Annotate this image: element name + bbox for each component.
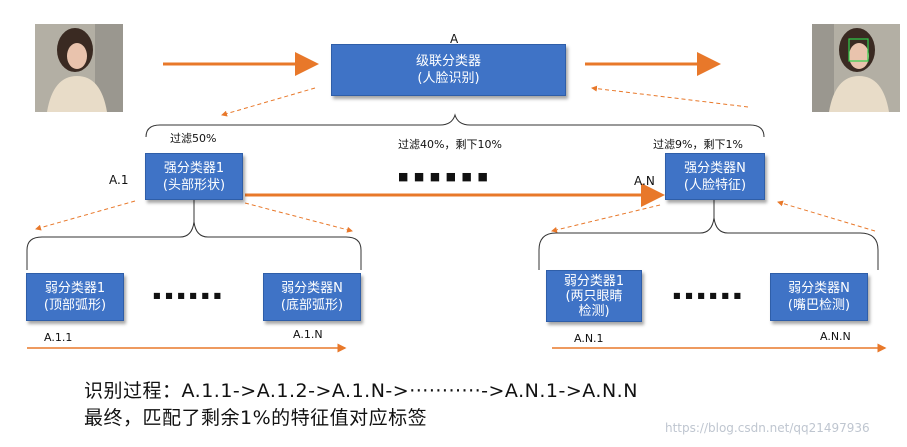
output-photo [812, 24, 900, 112]
dashed-arrow-right-in [551, 204, 661, 233]
strong-classifier-1: 强分类器1 (头部形状) [145, 153, 243, 200]
strong-right-id: A.N [634, 174, 655, 188]
watermark: https://blog.csdn.net/qq21497936 [665, 421, 870, 435]
dashed-arrow-left-out [244, 202, 353, 233]
strong-1-title: 强分类器1 [163, 160, 225, 176]
cascade-classifier-box: 级联分类器 (人脸识别) [331, 44, 566, 96]
filter-middle-label: 过滤40%，剩下10% [398, 138, 502, 151]
weak-a1n-title: 弱分类器N [281, 281, 343, 296]
strong-n-title: 强分类器N [684, 160, 746, 176]
top-label: A [450, 32, 459, 46]
weak-a11-title: 弱分类器1 [44, 281, 106, 296]
weak-classifier-a11: 弱分类器1 (顶部弧形) [26, 273, 124, 321]
process-note: 识别过程：A.1.1->A.1.2->A.1.N->···········->A… [84, 380, 638, 402]
cascade-title: 级联分类器 [415, 54, 481, 69]
ellipsis-middle: ■ ■ ■ ■ ■ ■ [398, 170, 489, 183]
ellipsis-left: ■ ■ ■ ■ ■ ■ [153, 291, 223, 300]
weak-an1-label: A.N.1 [574, 332, 604, 345]
strong-left-id: A.1 [109, 173, 129, 187]
weak-a1n-label: A.1.N [293, 328, 323, 341]
weak-a11-label: A.1.1 [44, 331, 73, 344]
brace-right [538, 200, 879, 270]
weak-ann-title: 弱分类器N [788, 281, 850, 296]
brace-top [145, 113, 765, 138]
strong-1-subtitle: (头部形状) [162, 177, 226, 193]
filter-left-label: 过滤50% [170, 132, 217, 145]
dashed-arrow-left-in [35, 200, 136, 231]
weak-classifier-an1: 弱分类器1 (两只眼睛 检测) [546, 270, 642, 322]
dashed-arrow-right-out [777, 200, 876, 232]
strong-classifier-n: 强分类器N (人脸特征) [665, 153, 765, 200]
weak-classifier-a1n: 弱分类器N (底部弧形) [263, 273, 361, 321]
strong-n-subtitle: (人脸特征) [683, 177, 747, 193]
final-note: 最终，匹配了剩余1%的特征值对应标签 [84, 407, 428, 429]
weak-an1-title: 弱分类器1 [563, 273, 625, 289]
weak-ann-label: A.N.N [820, 330, 851, 343]
dashed-arrow-top-right [591, 85, 749, 108]
weak-classifier-ann: 弱分类器N (嘴巴检测) [770, 273, 868, 321]
weak-ann-subtitle: (嘴巴检测) [787, 298, 851, 313]
brace-left [26, 200, 362, 270]
cascade-subtitle: (人脸识别) [417, 71, 480, 86]
weak-a1n-subtitle: (底部弧形) [280, 298, 344, 313]
weak-a11-subtitle: (顶部弧形) [43, 298, 107, 313]
dashed-arrow-top-left [221, 87, 316, 117]
weak-an1-subtitle: (两只眼睛 [565, 288, 623, 304]
weak-an1-subtitle-2: 检测) [578, 303, 610, 319]
input-photo [35, 24, 123, 112]
filter-right-label: 过滤9%，剩下1% [653, 138, 743, 151]
ellipsis-right: ■ ■ ■ ■ ■ ■ [673, 291, 743, 300]
